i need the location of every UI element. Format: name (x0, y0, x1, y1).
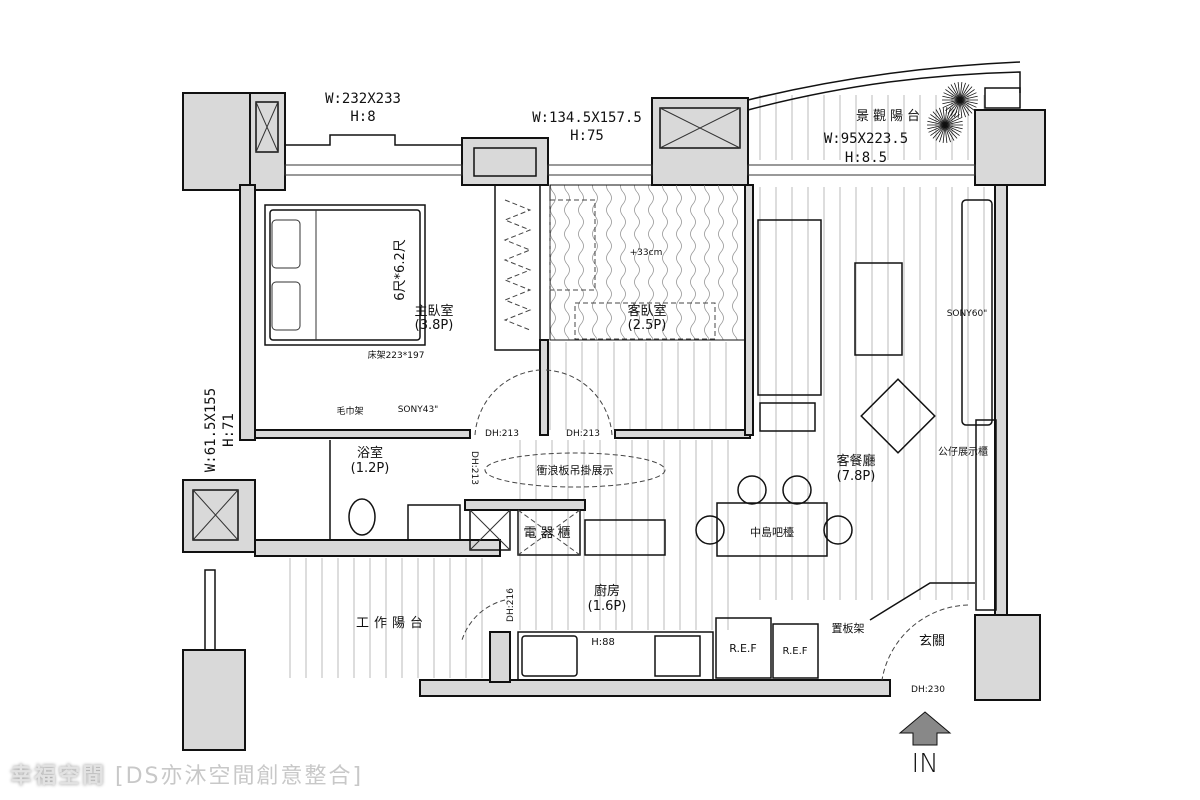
view-balcony-label: 景觀陽台 (856, 109, 924, 124)
watermark: 幸福空間 [DS亦沐空間創意整合] (10, 758, 363, 790)
kitchen-counter (517, 631, 714, 681)
bathroom-size: (1.2P) (351, 461, 390, 476)
board-rack-label: 置板架 (832, 621, 865, 635)
surfboard-display (484, 452, 666, 488)
view-balcony-width: W:95X223.5 (824, 131, 908, 147)
walls (182, 87, 1046, 751)
watermark-designer: [DS亦沐空間創意整合] (115, 764, 364, 789)
balcony-railing-outer (747, 61, 1021, 101)
guest-window-width: W:134.5X157.5 (532, 110, 642, 126)
guest-desk (549, 199, 596, 291)
view-balcony-height: H:8.5 (845, 150, 887, 166)
master-bedroom-name: 主臥室 (414, 303, 453, 319)
guest-platform (549, 184, 746, 341)
entrance-wall (869, 582, 975, 621)
appliance-cabinet (517, 509, 581, 556)
door-height-5: DH:230 (911, 685, 945, 695)
island-bar (716, 502, 828, 557)
stove-icon (521, 635, 578, 677)
plant-icon (927, 82, 978, 143)
door-height-1: DH:213 (485, 429, 519, 439)
wardrobe (494, 184, 541, 351)
figure-display-cabinet (975, 419, 997, 611)
side-window-height: H:71 (221, 413, 237, 447)
counter-height: H:88 (591, 637, 615, 648)
entry-arrow-icon (898, 711, 952, 746)
island-bar-label: 中島吧檯 (750, 525, 794, 539)
tv-small-label: SONY43" (398, 405, 439, 415)
fridge-1-label: R.E.F (729, 642, 757, 655)
guest-window-height: H:75 (570, 128, 604, 144)
door-height-3: DH:213 (469, 451, 479, 485)
tv-cabinet (961, 199, 993, 426)
master-window-height: H:8 (350, 109, 375, 125)
entrance-door-swing (881, 604, 969, 681)
door-height-2: DH:213 (566, 429, 600, 439)
master-window-width: W:232X233 (325, 91, 401, 107)
fridge-2 (772, 623, 819, 679)
master-bedroom-size: (3.8P) (415, 318, 454, 333)
kitchen-name: 廚房 (594, 583, 620, 599)
bed (264, 204, 426, 346)
guest-bedroom-name: 客臥室 (627, 303, 666, 319)
floor-stripes (289, 95, 985, 678)
ottoman (759, 402, 816, 432)
entrance-name: 玄關 (919, 634, 945, 649)
figure-display-label: 公仔展示櫃 (938, 445, 988, 458)
towel-rack-label: 毛巾架 (336, 405, 363, 417)
wardrobe-hangers (503, 199, 532, 331)
bed-frame-size: 床架223*197 (368, 349, 425, 361)
bar-stools (695, 475, 853, 545)
sofa (757, 219, 822, 396)
appliance-cabinet-label: 電器櫃 (523, 526, 574, 541)
living-dining-name: 客餐廳 (836, 453, 875, 469)
kitchen-sink-icon (654, 635, 701, 677)
bed-size: 6尺*6.2尺 (393, 239, 408, 300)
living-dining-size: (7.8P) (837, 469, 876, 484)
kitchen-size: (1.6P) (588, 599, 627, 614)
entry-label: IN (911, 749, 938, 779)
fridge-1 (715, 617, 772, 679)
coffee-table (854, 262, 903, 356)
watermark-brand: 幸福空間 (10, 764, 107, 789)
work-balcony-name: 工作陽台 (356, 616, 428, 631)
fridge-2-label: R.E.F (782, 646, 807, 657)
tv-large-label: SONY60" (947, 309, 988, 319)
surfboard-display-label: 衝浪板吊掛展示 (537, 463, 614, 477)
sink-icon (407, 504, 461, 541)
windows (284, 134, 976, 176)
platform-height: +33cm (630, 248, 663, 258)
armchair (860, 378, 936, 454)
door-height-4: DH:216 (506, 588, 516, 622)
balcony-railing (747, 71, 1021, 111)
side-window-width: W:61.5X155 (203, 388, 219, 472)
toilet-icon (348, 498, 376, 536)
kitchen-shelf (584, 519, 666, 556)
guest-bedroom-size: (2.5P) (628, 318, 667, 333)
bathroom-name: 浴室 (357, 445, 383, 461)
